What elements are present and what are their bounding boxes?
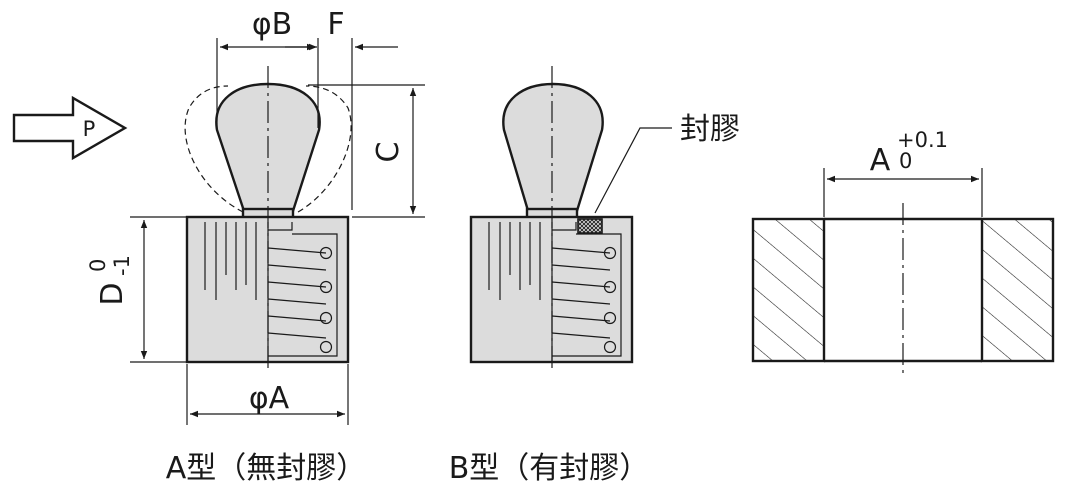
seal-leader: 封膠 [594, 112, 740, 214]
f-label: F [327, 7, 344, 42]
seal-label: 封膠 [680, 112, 740, 147]
dimension-d: D 0 -1 [86, 216, 186, 363]
d-label: D [95, 282, 130, 305]
dimension-hole-a: A +0.1 0 [823, 128, 983, 217]
phi-b-label: φB [252, 7, 292, 42]
type-b-plunger [469, 66, 634, 372]
d-tol-upper: 0 [86, 259, 110, 272]
caption-type-a: A型（無封膠） [166, 451, 367, 486]
d-tol-lower: -1 [110, 255, 134, 276]
swing-right-outline [297, 85, 352, 213]
type-a-plunger [184, 66, 352, 372]
knob-b [502, 82, 604, 216]
caption-type-b: B型（有封膠） [449, 451, 650, 486]
c-label: C [371, 142, 406, 163]
hole-tol-lower: 0 [899, 149, 912, 173]
phi-a-label: φA [249, 381, 290, 416]
hole-wall-right [980, 217, 1055, 363]
p-label: P [83, 117, 96, 141]
hole-tol-upper: +0.1 [897, 128, 948, 152]
hole-a-label: A [870, 143, 891, 178]
hole-wall-left [751, 217, 826, 363]
swing-left-outline [184, 85, 244, 213]
dimension-phi-a: φA [186, 364, 349, 425]
push-direction-arrow: P [12, 95, 128, 161]
dimension-f: F [285, 7, 398, 210]
dimension-c: C [308, 84, 425, 218]
mounting-hole-section [751, 203, 1055, 377]
dimension-phi-b: φB [216, 7, 319, 128]
seal-plug [577, 218, 603, 234]
